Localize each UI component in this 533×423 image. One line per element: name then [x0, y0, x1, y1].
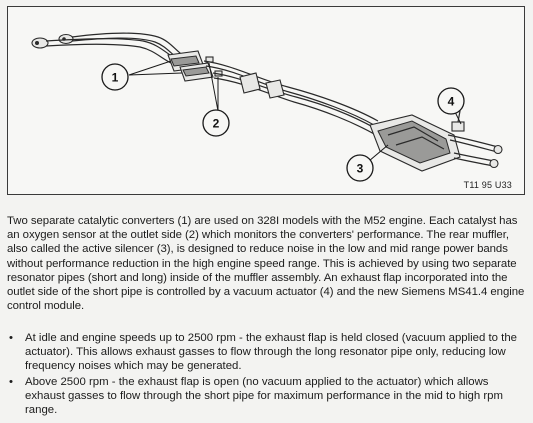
callout-label: 3 — [357, 162, 364, 176]
bullet-text: At idle and engine speeds up to 2500 rpm… — [25, 332, 518, 373]
callout-label: 4 — [448, 95, 455, 109]
body-paragraph: Two separate catalytic converters (1) ar… — [7, 215, 525, 313]
bullet-text: Above 2500 rpm - the exhaust flap is ope… — [25, 375, 504, 417]
catalytic-converters — [167, 50, 214, 82]
callout-3: 3 — [346, 154, 374, 182]
bullet-glyph: • — [9, 375, 13, 388]
callout-2: 2 — [202, 109, 230, 137]
list-item: • At idle and engine speeds up to 2500 r… — [7, 331, 525, 374]
tailpipes — [447, 134, 503, 169]
bullet-list: • At idle and engine speeds up to 2500 r… — [7, 331, 525, 418]
callout-leaders — [128, 60, 462, 162]
callout-label: 1 — [112, 71, 119, 85]
exhaust-system-figure: 1 2 3 4 T11 95 U33 — [7, 6, 525, 195]
callout-label: 2 — [213, 117, 220, 131]
callout-1: 1 — [101, 63, 129, 91]
list-item: • Above 2500 rpm - the exhaust flap is o… — [7, 375, 525, 418]
front-pipe-connectors — [31, 33, 74, 49]
rear-muffler — [369, 114, 461, 172]
callout-4: 4 — [437, 87, 465, 115]
intermediate-pipes — [203, 60, 381, 136]
exhaust-diagram: 1 2 3 4 — [31, 32, 503, 182]
bullet-glyph: • — [9, 332, 13, 344]
vacuum-actuator — [451, 110, 465, 132]
figure-code: T11 95 U33 — [463, 180, 512, 190]
